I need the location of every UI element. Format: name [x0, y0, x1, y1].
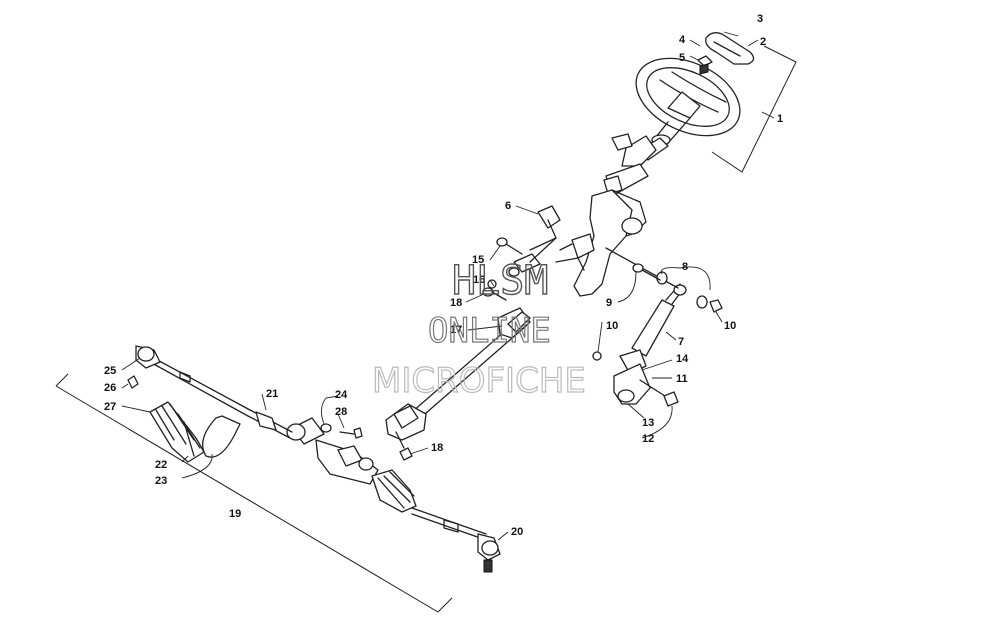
- callout-14: 14: [676, 353, 689, 365]
- callout-5: 5: [679, 52, 685, 64]
- callout-20: 20: [511, 526, 523, 538]
- intermediate-shaft[interactable]: [385, 307, 531, 441]
- callout-18-lower: 18: [431, 442, 443, 454]
- callout-18-upper: 18: [450, 297, 462, 309]
- callout-17: 17: [450, 324, 462, 336]
- watermark-line-1: HLSM: [452, 258, 548, 304]
- boot-clamp[interactable]: [202, 415, 241, 458]
- tie-rod-end-right[interactable]: [477, 533, 501, 573]
- steering-rack[interactable]: [247, 409, 487, 541]
- callout-labels: 1 2 3 4 5 6 7 8 9 10 10 11 12 13 14 15 1…: [104, 13, 783, 538]
- tie-rod-end-nut-26[interactable]: [127, 375, 139, 389]
- tie-rod-left[interactable]: [135, 345, 251, 417]
- callout-16: 16: [473, 274, 485, 286]
- callout-13: 13: [642, 417, 654, 429]
- callout-2: 2: [760, 36, 766, 48]
- callout-26: 26: [104, 382, 116, 394]
- callout-23: 23: [155, 475, 167, 487]
- callout-10-left: 10: [606, 320, 618, 332]
- bolt-18-upper[interactable]: [482, 287, 507, 301]
- watermark-line-3: MICROFICHE: [372, 361, 586, 401]
- callout-8: 8: [682, 261, 688, 273]
- damper-mount-bracket[interactable]: [613, 349, 679, 407]
- bolt-5[interactable]: [697, 55, 713, 75]
- steering-column[interactable]: [603, 133, 669, 197]
- watermark: HLSM ONLINE MICROFICHE: [371, 257, 586, 401]
- callout-28: 28: [335, 406, 347, 418]
- bracket-callout-19: [55, 373, 453, 613]
- emblem-leader: [723, 31, 739, 37]
- bracket-callout-1: [711, 45, 797, 173]
- column-bracket[interactable]: [513, 189, 647, 297]
- rack-boot[interactable]: [149, 401, 205, 463]
- washers-8[interactable]: [656, 271, 708, 309]
- steering-wheel[interactable]: [624, 43, 752, 151]
- callout-4: 4: [679, 34, 686, 46]
- leader-lines: [121, 39, 775, 541]
- bolt-18-lower[interactable]: [395, 431, 413, 461]
- callout-22: 22: [155, 459, 167, 471]
- callout-24: 24: [335, 389, 348, 401]
- callout-6: 6: [505, 200, 511, 212]
- bolt-9[interactable]: [632, 263, 661, 281]
- callout-12: 12: [642, 433, 654, 445]
- callout-1: 1: [777, 113, 783, 125]
- bolt-24[interactable]: [320, 423, 332, 433]
- callout-19: 19: [229, 508, 241, 520]
- steering-cover[interactable]: [705, 32, 755, 65]
- callout-25: 25: [104, 365, 116, 377]
- callout-3: 3: [757, 13, 763, 25]
- callout-27: 27: [104, 401, 116, 413]
- bolt-28[interactable]: [339, 427, 363, 439]
- callout-15: 15: [472, 254, 484, 266]
- nut-10[interactable]: [592, 299, 723, 361]
- callout-9: 9: [606, 297, 612, 309]
- callout-7: 7: [678, 336, 684, 348]
- bolt-15[interactable]: [496, 237, 523, 255]
- watermark-line-2: ONLINE: [428, 311, 551, 351]
- callout-10-right: 10: [724, 320, 736, 332]
- callout-21: 21: [266, 388, 278, 400]
- callout-11: 11: [676, 373, 688, 385]
